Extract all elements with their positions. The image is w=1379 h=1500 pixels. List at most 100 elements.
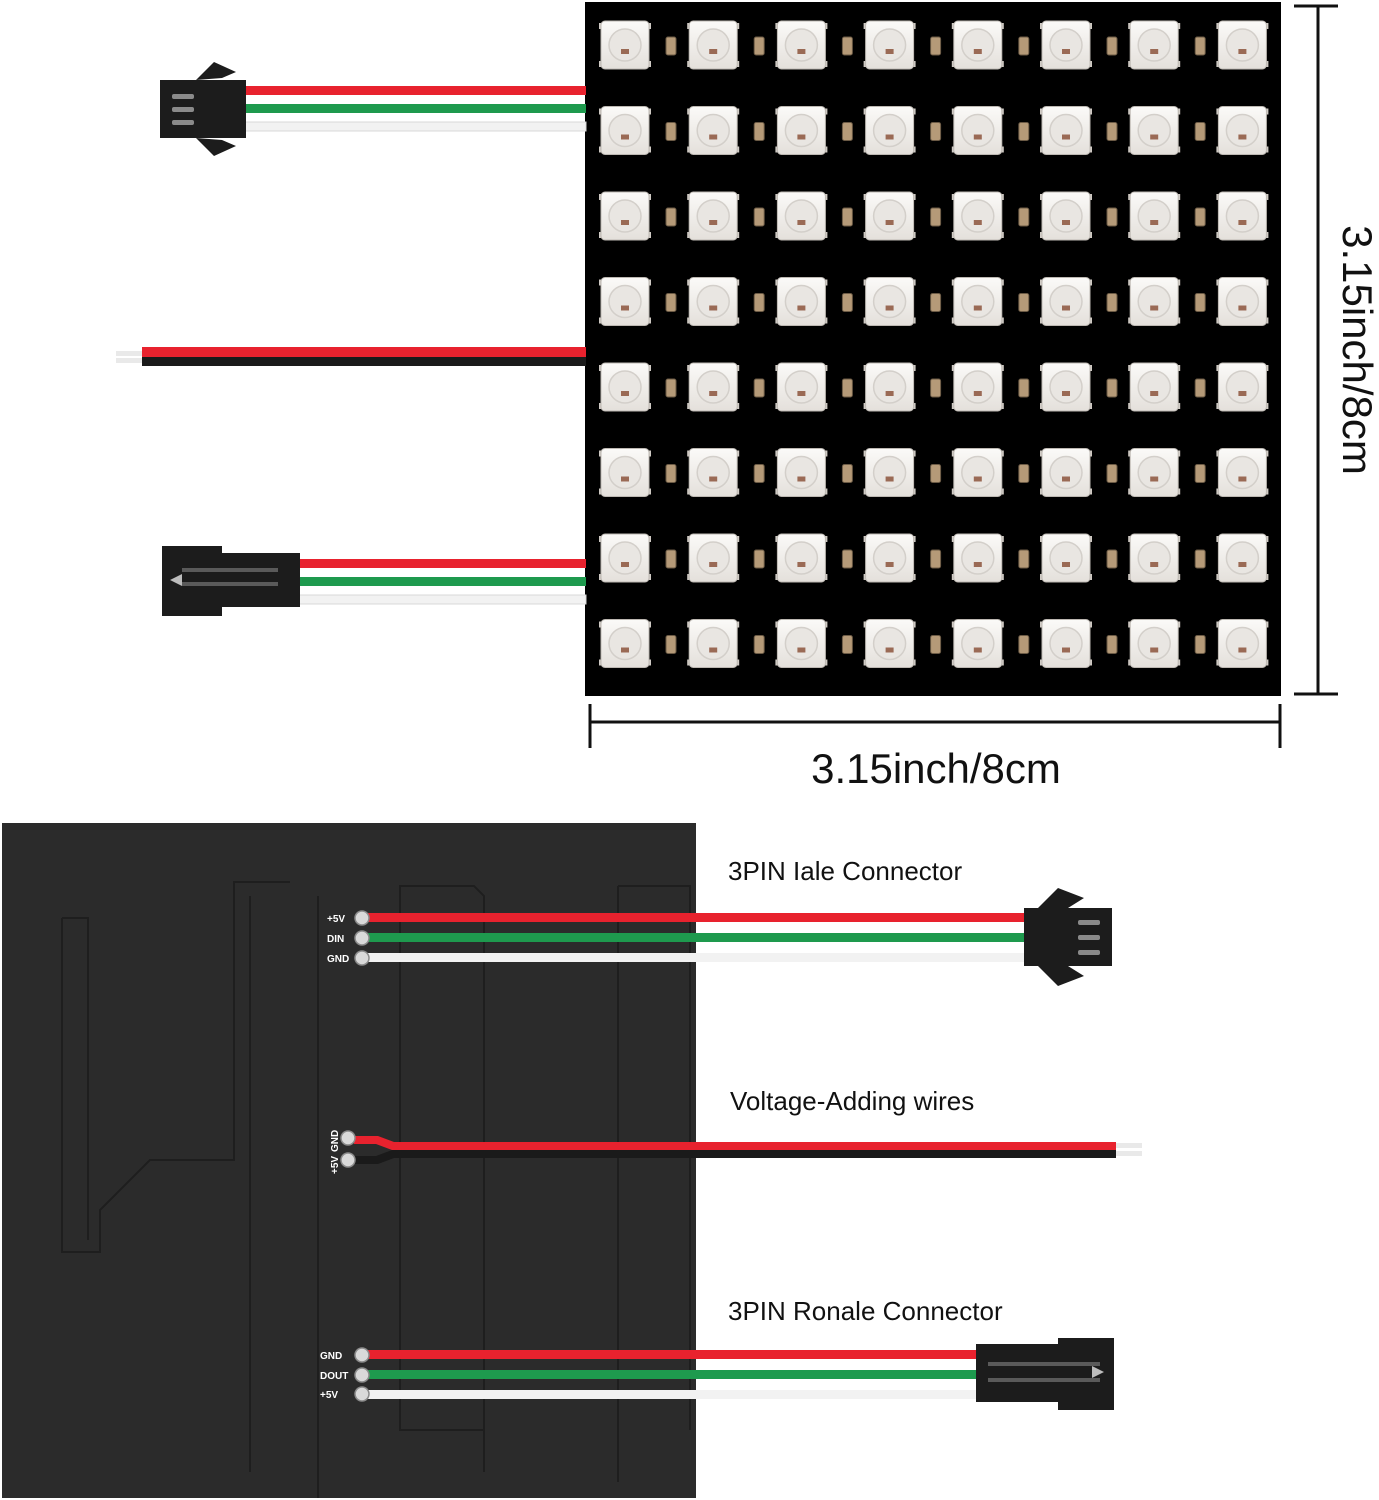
capacitor <box>1106 378 1118 398</box>
led-pixel <box>599 619 651 668</box>
led-pixel <box>599 106 651 155</box>
capacitor <box>930 378 942 398</box>
pin-label-input-1: +5V <box>327 914 345 925</box>
capacitor <box>1106 549 1118 569</box>
capacitor <box>665 464 677 483</box>
capacitor <box>841 207 853 227</box>
led-pixel <box>863 277 916 326</box>
capacitor <box>1106 122 1118 141</box>
capacitor <box>1194 549 1206 569</box>
panel-traces <box>61 881 691 1498</box>
led-pixel <box>1040 619 1092 668</box>
top-male-connector-icon <box>160 62 246 156</box>
capacitor <box>753 293 765 312</box>
top-male-connector-wires <box>243 86 587 132</box>
led-pixel <box>775 362 828 412</box>
pin-label-input-3: GND <box>327 954 349 965</box>
capacitor <box>753 378 765 398</box>
led-pixel <box>687 362 740 412</box>
capacitor <box>1194 464 1206 483</box>
capacitor <box>1018 36 1030 56</box>
led-pixel <box>1040 362 1092 412</box>
capacitor <box>930 122 942 141</box>
led-pixel <box>687 20 740 70</box>
led-pixel <box>775 106 828 155</box>
capacitor <box>930 207 942 227</box>
capacitor <box>753 207 765 227</box>
led-pixel <box>1040 277 1092 326</box>
capacitor <box>841 378 853 398</box>
capacitor <box>1194 36 1206 56</box>
capacitor <box>1018 122 1030 141</box>
led-pixel <box>775 277 828 326</box>
led-pixel <box>863 106 916 155</box>
led-pixel <box>1040 20 1092 70</box>
led-pixel <box>1128 619 1181 668</box>
voltage-wires-label: Voltage-Adding wires <box>730 1086 974 1116</box>
capacitor <box>1194 635 1206 654</box>
capacitor <box>1194 378 1206 398</box>
output-pin-group: GND DOUT +5V <box>320 1347 980 1402</box>
pin-label-output-3: +5V <box>320 1390 338 1401</box>
top-female-connector-icon <box>162 546 300 616</box>
led-pixel <box>687 191 740 241</box>
led-pixel <box>1216 448 1269 497</box>
capacitor <box>753 36 765 56</box>
capacitor <box>665 122 677 141</box>
led-pixel <box>687 106 740 155</box>
bottom-female-connector-icon <box>976 1338 1114 1410</box>
capacitor <box>665 549 677 569</box>
capacitor <box>1194 293 1206 312</box>
led-pixel <box>687 448 740 497</box>
led-pixel <box>951 20 1004 70</box>
led-pixel <box>687 277 740 326</box>
power-pin-group: GND +5V <box>330 1130 1142 1174</box>
capacitor <box>841 635 853 654</box>
top-female-connector-wires <box>297 559 587 605</box>
capacitor <box>930 549 942 569</box>
capacitor <box>1018 378 1030 398</box>
led-pixel <box>599 20 651 70</box>
led-pixel <box>1040 106 1092 155</box>
input-pin-group: +5V DIN GND <box>327 910 1026 966</box>
led-pixel <box>1040 191 1092 241</box>
led-pixel <box>1128 191 1181 241</box>
capacitor <box>1194 207 1206 227</box>
led-pixel <box>599 362 651 412</box>
led-pixel <box>1128 277 1181 326</box>
led-pixel <box>951 191 1004 241</box>
pin-label-power-1: GND <box>330 1130 341 1152</box>
led-pixel <box>951 533 1004 583</box>
led-pixel <box>687 619 740 668</box>
capacitor <box>930 635 942 654</box>
led-pixel <box>863 362 916 412</box>
capacitor <box>1018 635 1030 654</box>
led-pixel <box>775 191 828 241</box>
led-pixel <box>599 448 651 497</box>
capacitor <box>1194 122 1206 141</box>
led-pixel <box>599 277 651 326</box>
capacitor <box>665 207 677 227</box>
led-pixel <box>599 191 651 241</box>
led-pixel <box>775 619 828 668</box>
led-pixel <box>863 20 916 70</box>
capacitor <box>841 464 853 483</box>
capacitor <box>930 293 942 312</box>
capacitor <box>1106 464 1118 483</box>
led-pixel <box>1216 191 1269 241</box>
height-dimension-label: 3.15inch/8cm <box>1334 225 1379 475</box>
led-pixel <box>1216 106 1269 155</box>
capacitor <box>841 293 853 312</box>
led-pixel <box>951 362 1004 412</box>
led-pixel <box>1216 277 1269 326</box>
top-power-wires <box>116 347 586 366</box>
capacitor <box>665 36 677 56</box>
capacitor <box>753 635 765 654</box>
pin-label-input-2: DIN <box>327 934 344 945</box>
led-pixel <box>951 448 1004 497</box>
capacitor <box>1106 36 1118 56</box>
led-pixel <box>1128 448 1181 497</box>
led-pixel <box>863 191 916 241</box>
led-pixel <box>1128 106 1181 155</box>
led-pixel <box>599 533 651 583</box>
